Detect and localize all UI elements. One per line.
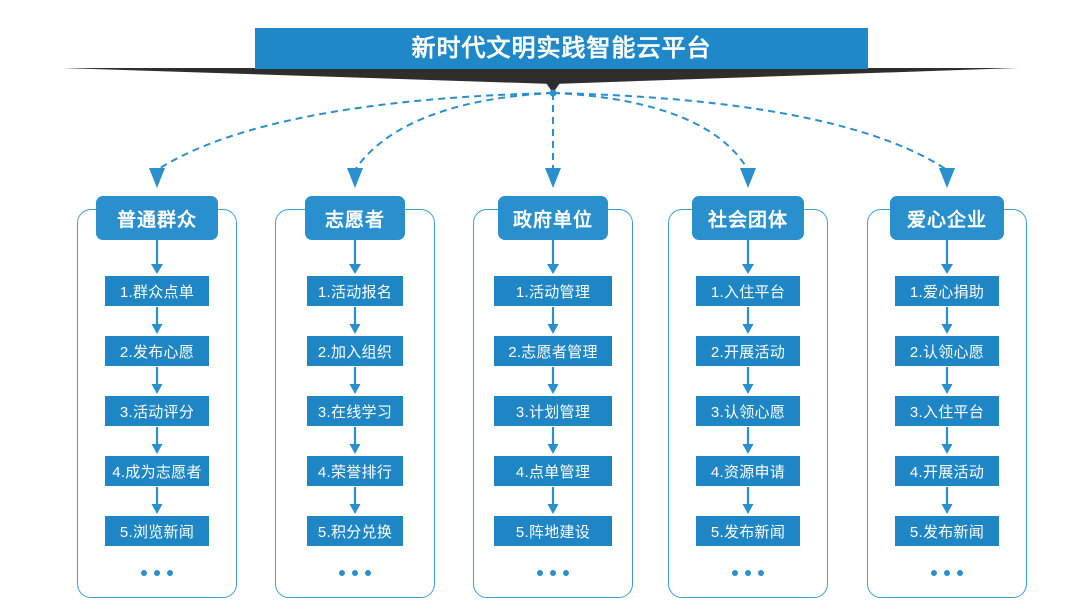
dot bbox=[550, 570, 556, 576]
flow-step-2-4[interactable]: 4.荣誉排行 bbox=[307, 456, 403, 486]
dot bbox=[537, 570, 543, 576]
flow-step-3-2[interactable]: 2.志愿者管理 bbox=[494, 336, 612, 366]
flow-step-3-5[interactable]: 5.阵地建设 bbox=[494, 516, 612, 546]
flow-arrow-5-4 bbox=[941, 487, 953, 514]
flow-step-3-1[interactable]: 1.活动管理 bbox=[494, 276, 612, 306]
arrowhead-col-3 bbox=[545, 168, 561, 188]
flow-step-1-4[interactable]: 4.成为志愿者 bbox=[105, 456, 209, 486]
fan-origin-node bbox=[549, 89, 557, 97]
flow-step-3-3[interactable]: 3.计划管理 bbox=[494, 396, 612, 426]
flow-step-5-3[interactable]: 3.入住平台 bbox=[895, 396, 999, 426]
flow-step-4-5[interactable]: 5.发布新闻 bbox=[696, 516, 800, 546]
flow-step-5-5[interactable]: 5.发布新闻 bbox=[895, 516, 999, 546]
role-header-1[interactable]: 普通群众 bbox=[96, 196, 218, 240]
dot bbox=[563, 570, 569, 576]
title-banner-group: 新时代文明实践智能云平台 bbox=[0, 0, 1080, 100]
flow-step-4-1[interactable]: 1.入住平台 bbox=[696, 276, 800, 306]
flow-step-5-4[interactable]: 4.开展活动 bbox=[895, 456, 999, 486]
role-header-5[interactable]: 爱心企业 bbox=[890, 196, 1004, 240]
flow-arrow-2-2 bbox=[349, 367, 361, 394]
ribbon-shape bbox=[62, 68, 1018, 93]
flow-step-4-4[interactable]: 4.资源申请 bbox=[696, 456, 800, 486]
flow-step-1-2[interactable]: 2.发布心愿 bbox=[105, 336, 209, 366]
dot bbox=[758, 570, 764, 576]
flow-step-5-2[interactable]: 2.认领心愿 bbox=[895, 336, 999, 366]
flow-step-4-3[interactable]: 3.认领心愿 bbox=[696, 396, 800, 426]
flow-step-1-3[interactable]: 3.活动评分 bbox=[105, 396, 209, 426]
arrowhead-col-1 bbox=[149, 168, 165, 188]
flow-arrow-2-1 bbox=[349, 307, 361, 334]
more-items-ellipsis-4 bbox=[732, 570, 764, 576]
role-header-4[interactable]: 社会团体 bbox=[692, 196, 804, 240]
flow-step-2-3[interactable]: 3.在线学习 bbox=[307, 396, 403, 426]
flow-arrow-1-3 bbox=[151, 427, 163, 454]
flow-arrow-header-4 bbox=[742, 240, 754, 274]
flow-step-3-4[interactable]: 4.点单管理 bbox=[494, 456, 612, 486]
flow-arrow-header-3 bbox=[547, 240, 559, 274]
dashed-arrow-to-col-5 bbox=[552, 92, 948, 171]
more-items-ellipsis-3 bbox=[537, 570, 569, 576]
more-items-ellipsis-5 bbox=[931, 570, 963, 576]
flow-arrow-4-4 bbox=[742, 487, 754, 514]
flow-arrow-4-1 bbox=[742, 307, 754, 334]
flow-arrow-4-3 bbox=[742, 427, 754, 454]
flow-step-1-5[interactable]: 5.浏览新闻 bbox=[105, 516, 209, 546]
flow-arrow-3-1 bbox=[547, 307, 559, 334]
dashed-arrow-to-col-1 bbox=[156, 92, 554, 171]
arrowhead-col-2 bbox=[347, 168, 363, 188]
arrowhead-col-4 bbox=[740, 168, 756, 188]
dot bbox=[732, 570, 738, 576]
dot bbox=[931, 570, 937, 576]
flow-arrow-5-1 bbox=[941, 307, 953, 334]
flow-step-1-1[interactable]: 1.群众点单 bbox=[105, 276, 209, 306]
dot bbox=[944, 570, 950, 576]
arrowhead-col-5 bbox=[939, 168, 955, 188]
dot bbox=[365, 570, 371, 576]
flow-arrow-2-4 bbox=[349, 487, 361, 514]
dot bbox=[745, 570, 751, 576]
flow-arrow-5-2 bbox=[941, 367, 953, 394]
flow-arrow-1-1 bbox=[151, 307, 163, 334]
platform-title-banner: 新时代文明实践智能云平台 bbox=[255, 28, 868, 69]
dot bbox=[352, 570, 358, 576]
flow-arrow-5-3 bbox=[941, 427, 953, 454]
flow-arrow-1-4 bbox=[151, 487, 163, 514]
flow-arrow-4-2 bbox=[742, 367, 754, 394]
page-title: 新时代文明实践智能云平台 bbox=[411, 34, 712, 62]
dot bbox=[167, 570, 173, 576]
flow-arrow-3-2 bbox=[547, 367, 559, 394]
dot bbox=[339, 570, 345, 576]
more-items-ellipsis-1 bbox=[141, 570, 173, 576]
dashed-connector-layer bbox=[149, 89, 955, 188]
flow-arrow-1-2 bbox=[151, 367, 163, 394]
flow-step-5-1[interactable]: 1.爱心捐助 bbox=[895, 276, 999, 306]
flow-arrow-header-1 bbox=[151, 240, 163, 274]
flow-arrow-header-5 bbox=[941, 240, 953, 274]
dot bbox=[957, 570, 963, 576]
flow-arrow-3-4 bbox=[547, 487, 559, 514]
flow-step-2-5[interactable]: 5.积分兑换 bbox=[307, 516, 403, 546]
flow-step-2-1[interactable]: 1.活动报名 bbox=[307, 276, 403, 306]
flow-arrow-2-3 bbox=[349, 427, 361, 454]
dot bbox=[154, 570, 160, 576]
more-items-ellipsis-2 bbox=[339, 570, 371, 576]
dashed-arrow-to-col-2 bbox=[354, 92, 554, 171]
role-header-2[interactable]: 志愿者 bbox=[305, 196, 405, 240]
flow-step-2-2[interactable]: 2.加入组织 bbox=[307, 336, 403, 366]
role-header-3[interactable]: 政府单位 bbox=[498, 196, 608, 240]
dot bbox=[141, 570, 147, 576]
flow-arrow-header-2 bbox=[349, 240, 361, 274]
flow-arrow-3-3 bbox=[547, 427, 559, 454]
flow-step-4-2[interactable]: 2.开展活动 bbox=[696, 336, 800, 366]
dashed-arrow-to-col-4 bbox=[552, 92, 749, 171]
